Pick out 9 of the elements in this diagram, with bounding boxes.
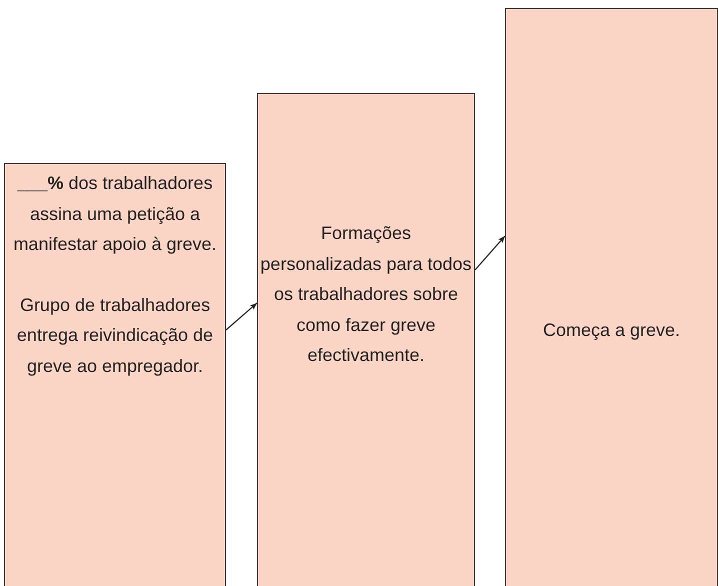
arrow xyxy=(474,236,506,270)
step-text: Formações personalizadas para todos os trabalhadores sobre como fazer greve efectivamente. xyxy=(259,222,473,367)
step-text: Começa a greve. xyxy=(542,319,680,342)
step-box xyxy=(4,163,226,586)
step-text: ___% dos trabalhadores assina uma petição a manifestar apoio à greve. xyxy=(12,172,218,256)
step-text: Grupo de trabalhadores entrega reivindicação de greve ao empregador. xyxy=(16,294,214,378)
arrow xyxy=(226,302,258,330)
step-box xyxy=(257,93,475,586)
step-box xyxy=(505,8,718,586)
